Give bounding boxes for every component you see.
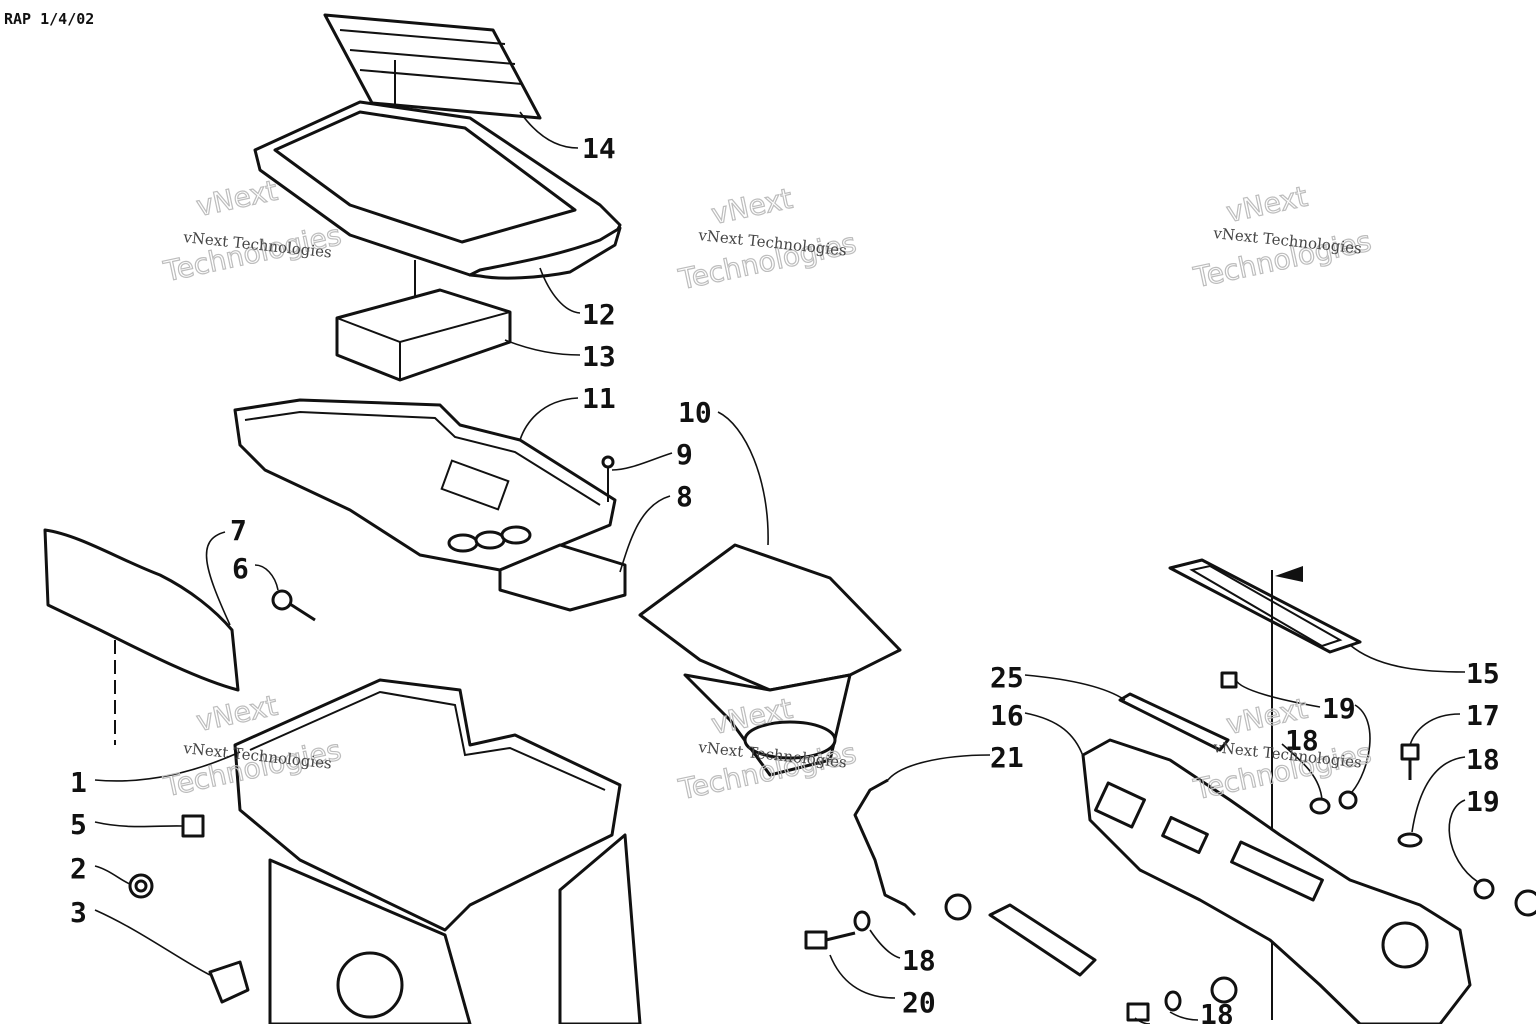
part-12-airbox-lid bbox=[253, 100, 622, 312]
callout-3: 3 bbox=[70, 896, 87, 929]
callout-5: 5 bbox=[70, 808, 87, 841]
diagram-code: RAP 1/4/02 bbox=[4, 10, 94, 28]
watermark-brand: vNext bbox=[708, 182, 795, 231]
part-5-label bbox=[181, 814, 205, 838]
callout-21: 21 bbox=[990, 741, 1024, 774]
part-10-intake-duct bbox=[638, 543, 902, 777]
part-9-screw bbox=[601, 455, 615, 502]
part-13-filter bbox=[335, 288, 512, 382]
callout-18b: 18 bbox=[1466, 743, 1500, 776]
callout-14: 14 bbox=[582, 132, 616, 165]
callout-19a: 19 bbox=[1322, 692, 1356, 725]
callout-6: 6 bbox=[232, 552, 249, 585]
callouts: 14 12 13 11 10 9 8 7 6 1 5 2 3 15 25 16 … bbox=[70, 132, 1500, 1024]
part-6-fastener bbox=[271, 589, 316, 622]
callout-7: 7 bbox=[230, 514, 247, 547]
callout-18c: 18 bbox=[902, 944, 936, 977]
callout-18a: 18 bbox=[1285, 724, 1319, 757]
bracket-plate bbox=[988, 903, 1097, 977]
watermark-brand: vNext bbox=[193, 174, 280, 223]
callout-10: 10 bbox=[678, 396, 712, 429]
part-2-grommet bbox=[128, 873, 154, 899]
callout-11: 11 bbox=[582, 382, 616, 415]
callout-8: 8 bbox=[676, 480, 693, 513]
callout-19b: 19 bbox=[1466, 785, 1500, 818]
part-11-airbox-base bbox=[233, 398, 617, 572]
part-15-gasket bbox=[1168, 558, 1362, 1020]
callout-20: 20 bbox=[902, 986, 936, 1019]
callout-25: 25 bbox=[990, 661, 1024, 694]
callout-17: 17 bbox=[1466, 699, 1500, 732]
part-1-airbox-body bbox=[233, 678, 642, 1024]
part-14-decal bbox=[323, 13, 542, 150]
callout-18d: 18 bbox=[1200, 998, 1234, 1024]
part-7-foam-strip bbox=[43, 528, 240, 745]
watermark-brand: vNext bbox=[1223, 180, 1310, 229]
callout-15: 15 bbox=[1466, 657, 1500, 690]
leader-lines bbox=[94, 111, 1479, 1024]
part-16-air-silencer bbox=[1081, 738, 1472, 1024]
part-3-clip bbox=[208, 960, 250, 1004]
callout-13: 13 bbox=[582, 340, 616, 373]
callout-1: 1 bbox=[70, 766, 87, 799]
callout-2: 2 bbox=[70, 852, 87, 885]
part-25-strap bbox=[1118, 692, 1230, 752]
part-21-rod bbox=[853, 778, 917, 917]
part-8-foam bbox=[498, 543, 627, 612]
callout-16: 16 bbox=[990, 699, 1024, 732]
callout-9: 9 bbox=[676, 438, 693, 471]
callout-12: 12 bbox=[582, 298, 616, 331]
